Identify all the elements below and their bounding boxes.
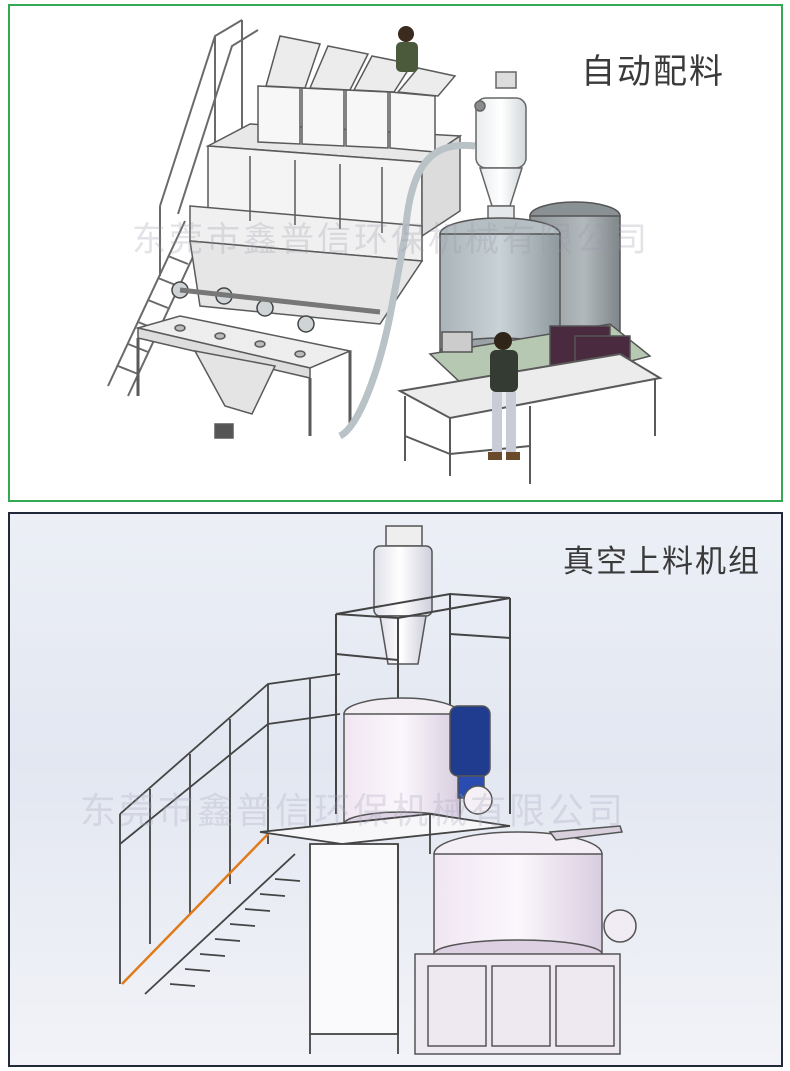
worker-top bbox=[396, 26, 418, 72]
support-table bbox=[259, 813, 511, 1054]
auto-batching-panel: 东莞市鑫普信环保机械有限公司 自动配料 bbox=[8, 4, 783, 502]
cooling-mixer bbox=[414, 825, 637, 1055]
weighing-frame bbox=[135, 315, 353, 439]
vacuum-loader bbox=[373, 525, 433, 665]
vacuum-cyclone bbox=[474, 71, 527, 227]
staircase bbox=[107, 19, 259, 397]
panel-caption: 真空上料机组 bbox=[563, 544, 761, 580]
auto-batching-machine-illustration bbox=[107, 19, 663, 484]
hot-mixer bbox=[343, 697, 493, 837]
platform-frame bbox=[396, 352, 663, 484]
company-watermark: 东莞市鑫普信环保机械有限公司 bbox=[80, 791, 627, 832]
worker-bottom bbox=[488, 332, 520, 460]
vacuum-hose bbox=[338, 141, 476, 440]
vacuum-loading-panel: 东莞市鑫普信环保机械有限公司 真空上料机组 bbox=[8, 512, 783, 1067]
feed-bins bbox=[257, 35, 457, 153]
company-watermark: 东莞市鑫普信环保机械有限公司 bbox=[132, 220, 650, 260]
access-stairs bbox=[119, 673, 341, 995]
panel-caption: 自动配料 bbox=[581, 52, 725, 92]
vacuum-loading-unit-illustration bbox=[119, 525, 637, 1055]
screw-conveyors bbox=[171, 281, 381, 333]
